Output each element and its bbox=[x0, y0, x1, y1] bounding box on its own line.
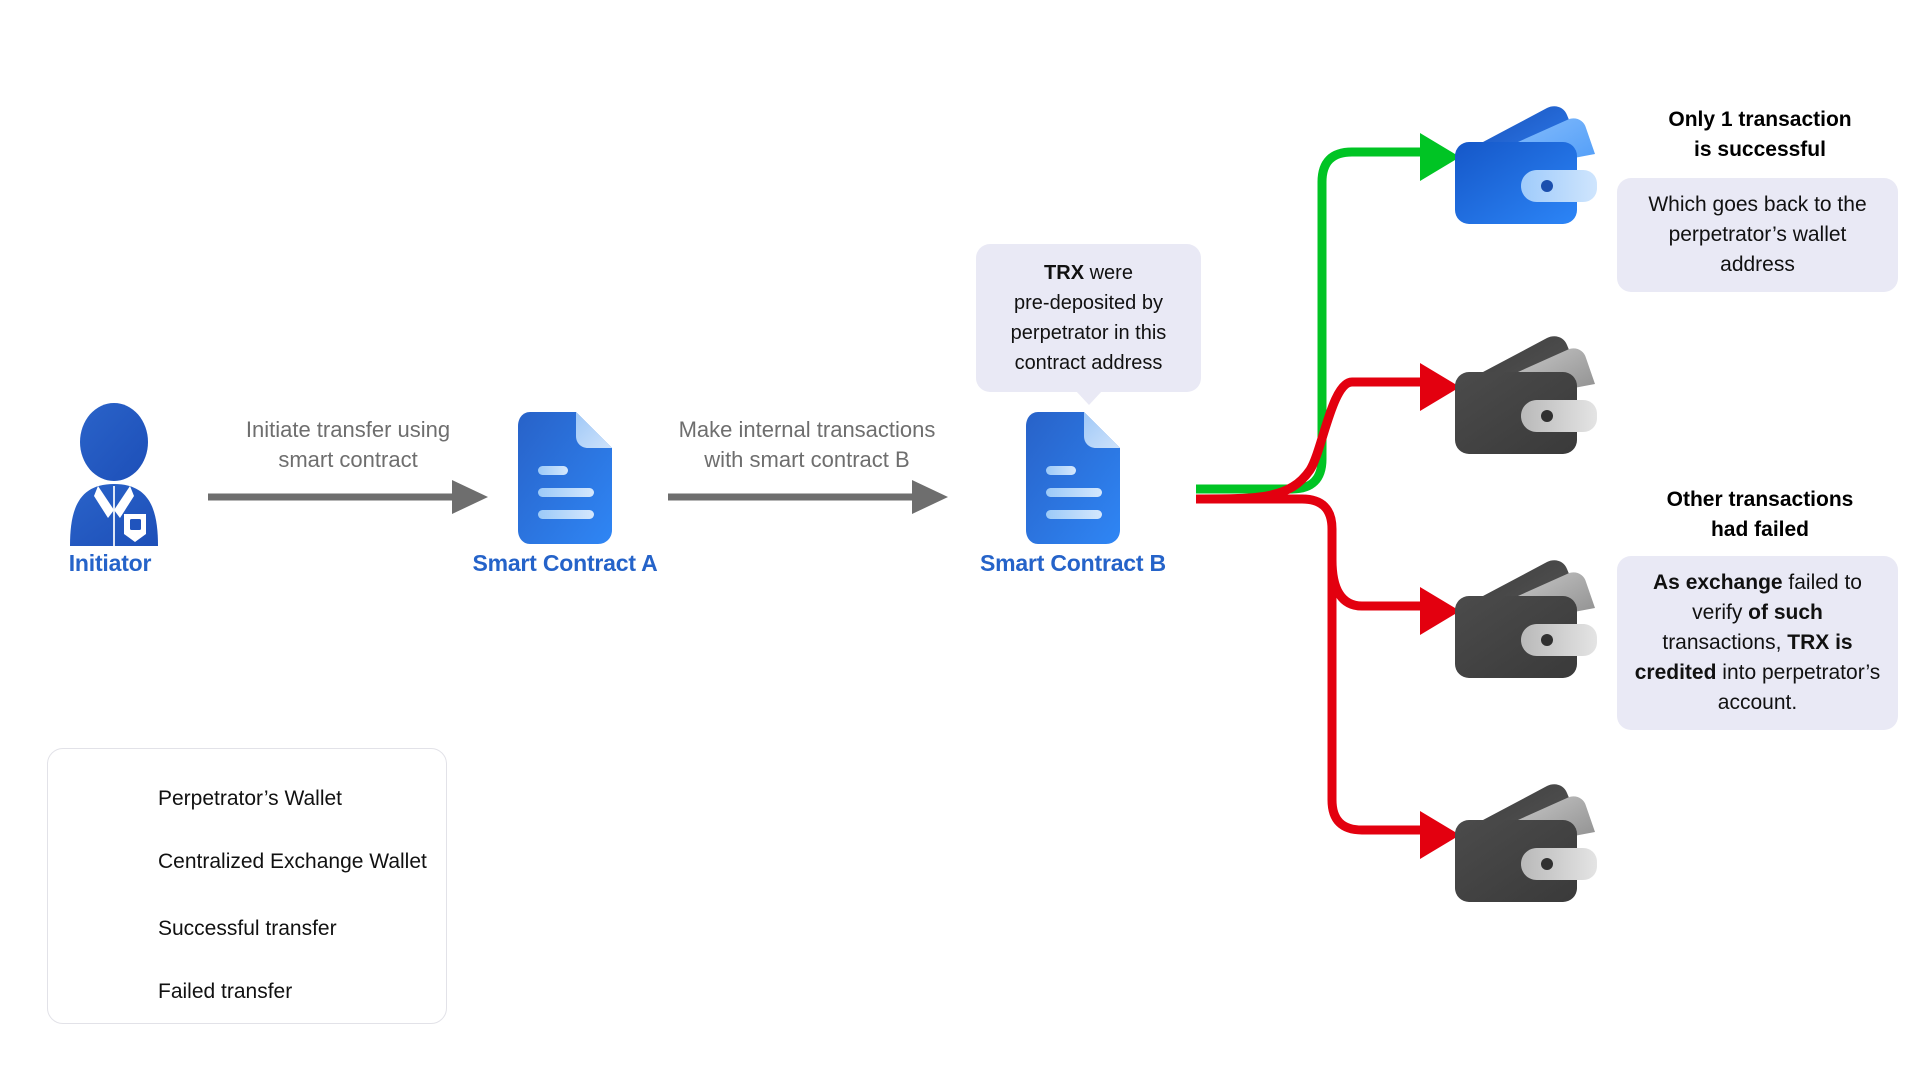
legend-label-exchange-wallet: Centralized Exchange Wallet bbox=[158, 850, 427, 873]
annotation-failed-seg-2: failed to verify bbox=[1692, 571, 1862, 624]
annotation-failed-seg-5: TRX is credited bbox=[1634, 631, 1853, 684]
callout-line-2: pre-deposited by bbox=[1014, 292, 1163, 314]
legend-label-failed-transfer: Failed transfer bbox=[158, 980, 293, 1003]
document-icon-contract-a bbox=[518, 412, 612, 544]
annotation-failed-seg-3: of such bbox=[1748, 601, 1823, 624]
flow-caption-step-2-line-2: with smart contract B bbox=[704, 447, 910, 472]
flow-caption-step-1-line-2: smart contract bbox=[278, 447, 418, 472]
person-icon bbox=[70, 403, 158, 546]
annotation-success-body-line-1: Which goes back to the bbox=[1648, 193, 1867, 216]
callout-line-3: perpetrator in this bbox=[1010, 322, 1167, 344]
annotation-failed-seg-4: transactions, bbox=[1662, 631, 1788, 654]
flow-caption-step-1: Initiate transfer using smart contract bbox=[200, 415, 496, 475]
flow-caption-step-1-line-1: Initiate transfer using bbox=[245, 417, 451, 442]
callout-trx-predeposited: TRX were pre-deposited by perpetrator in… bbox=[976, 244, 1201, 405]
annotation-failed-title-line-2: had failed bbox=[1710, 518, 1810, 541]
document-icon-contract-b bbox=[1026, 412, 1120, 544]
annotation-failed-seg-6: into perpetrator’s account. bbox=[1716, 661, 1881, 714]
node-label-contract-b: Smart Contract B bbox=[953, 550, 1193, 577]
legend-item-perpetrator-wallet: Perpetrator’s Wallet bbox=[76, 773, 342, 825]
flow-caption-step-2: Make internal transactions with smart co… bbox=[648, 415, 966, 475]
wallet-blue-icon-1 bbox=[1455, 106, 1597, 224]
wallet-gray-icon-2 bbox=[1455, 560, 1597, 678]
connector-failed-transfers bbox=[1195, 363, 1460, 859]
node-label-contract-a: Smart Contract A bbox=[445, 550, 685, 577]
contract-b-label-text: Smart Contract B bbox=[980, 550, 1166, 576]
initiator-label-text: Initiator bbox=[68, 550, 152, 576]
callout-line-4: contract address bbox=[1014, 352, 1163, 374]
legend-item-failed-transfer: Failed transfer bbox=[76, 966, 292, 1018]
annotation-failed-title-line-1: Other transactions bbox=[1666, 488, 1854, 511]
annotation-success-title-line-1: Only 1 transaction bbox=[1668, 108, 1852, 131]
flow-arrow-contract-a-to-contract-b bbox=[668, 480, 948, 514]
wallet-gray-icon-1 bbox=[1455, 336, 1597, 454]
connector-successful-transfer bbox=[1196, 133, 1460, 494]
legend-label-successful-transfer: Successful transfer bbox=[158, 917, 337, 940]
node-label-initiator: Initiator bbox=[30, 550, 190, 577]
callout-line-1: TRX were bbox=[992, 258, 1185, 288]
annotation-title-success: Only 1 transaction is successful bbox=[1620, 105, 1900, 165]
annotation-failed-seg-1: As exchange bbox=[1653, 571, 1783, 594]
annotation-box-failed: As exchange failed to verify of such tra… bbox=[1617, 556, 1898, 730]
flow-caption-step-2-line-1: Make internal transactions bbox=[678, 417, 936, 442]
callout-trx-bold: TRX bbox=[1044, 262, 1085, 284]
contract-a-label-text: Smart Contract A bbox=[472, 550, 658, 576]
legend-item-exchange-wallet: Centralized Exchange Wallet bbox=[76, 836, 427, 888]
legend-item-successful-transfer: Successful transfer bbox=[76, 903, 337, 955]
callout-tail bbox=[1075, 391, 1102, 405]
legend-label-perpetrator-wallet: Perpetrator’s Wallet bbox=[158, 787, 343, 810]
annotation-title-failed: Other transactions had failed bbox=[1620, 485, 1900, 545]
flow-arrow-initiator-to-contract-a bbox=[208, 480, 488, 514]
legend-panel: Perpetrator’s Wallet Centralized Exchang… bbox=[47, 748, 447, 1024]
annotation-success-title-line-2: is successful bbox=[1694, 138, 1826, 161]
annotation-box-success: Which goes back to the perpetrator’s wal… bbox=[1617, 178, 1898, 292]
callout-line-1-rest: were bbox=[1084, 262, 1133, 284]
wallet-gray-icon-3 bbox=[1455, 784, 1597, 902]
annotation-success-body-line-3: address bbox=[1720, 253, 1795, 276]
annotation-success-body-line-2: perpetrator’s wallet bbox=[1668, 223, 1847, 246]
